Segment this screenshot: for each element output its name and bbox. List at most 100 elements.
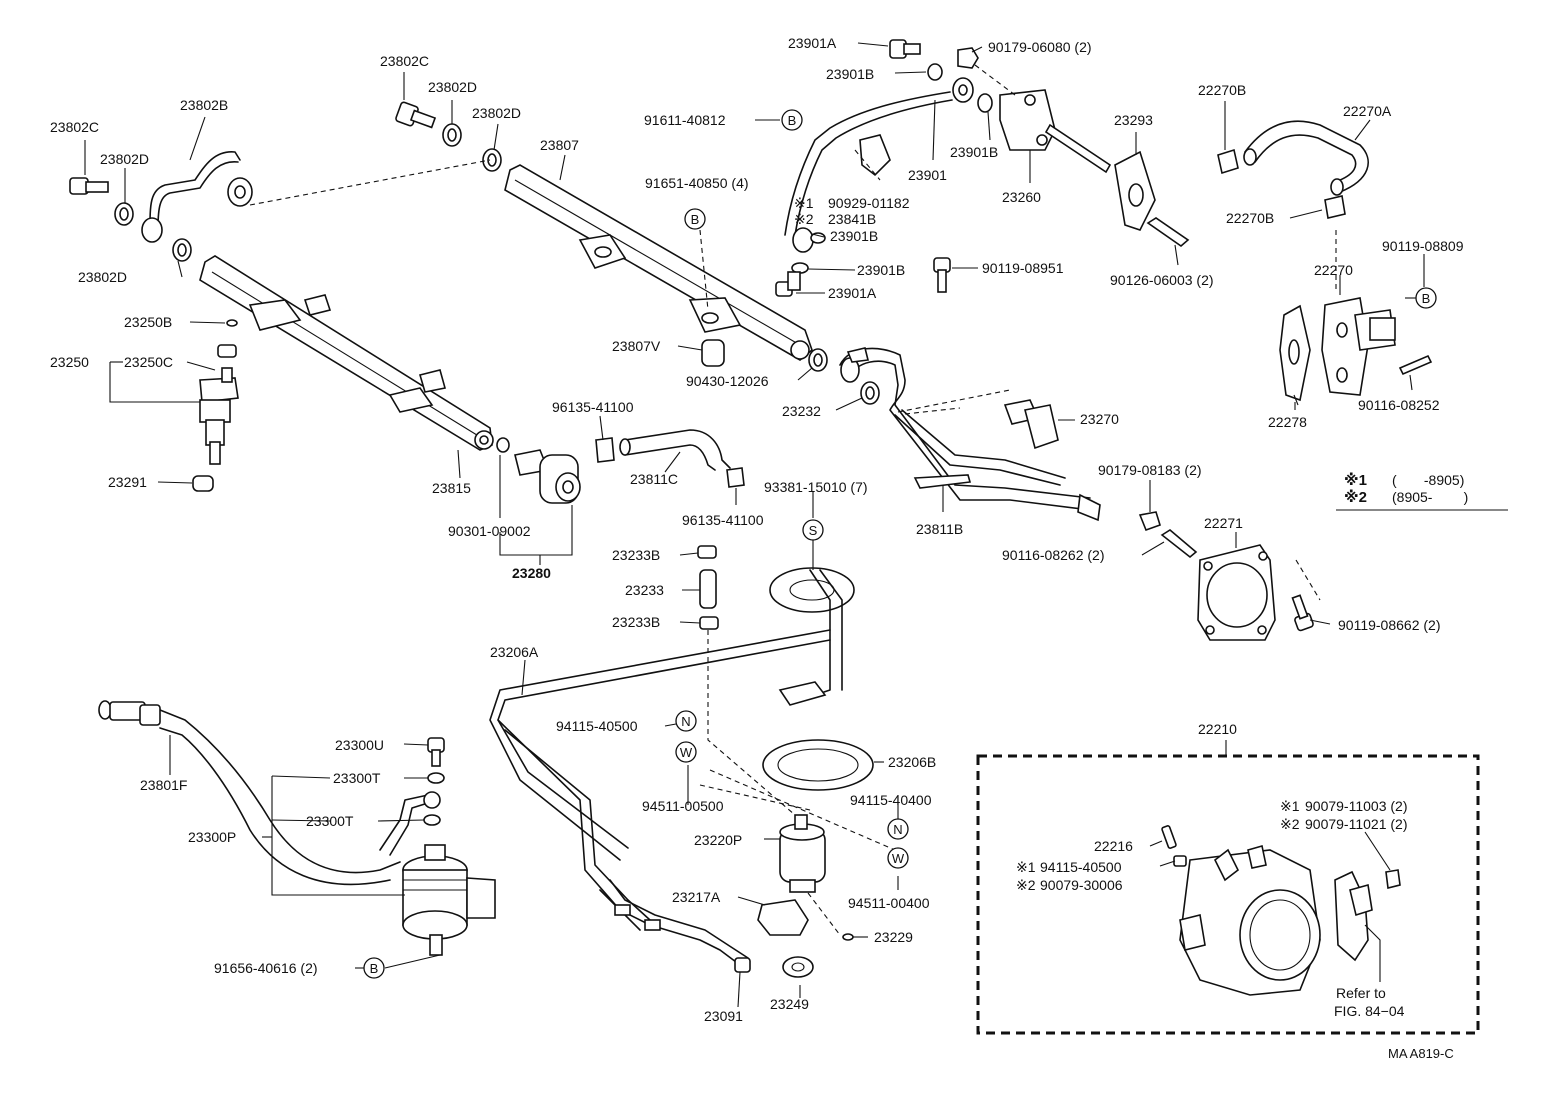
- label-22270a: 22270A: [1343, 103, 1392, 119]
- fuel-filter-outlet-pipe: [379, 791, 441, 856]
- svg-text:B: B: [788, 113, 797, 128]
- label-96135-41100-upper: 96135-41100: [552, 399, 634, 415]
- label-23802d-mid: 23802D: [428, 79, 477, 95]
- label-22216: 22216: [1094, 838, 1133, 854]
- mark-k2-23841b: ※2: [794, 211, 814, 227]
- label-23802b: 23802B: [180, 97, 228, 113]
- label-23206b: 23206B: [888, 754, 936, 770]
- part-labels: 23802C 23802D 23802B 23802C 23802D 23802…: [50, 35, 1464, 1024]
- callout-n-94115-40500: N: [675, 710, 697, 732]
- union-eye-23901-lower: [792, 227, 814, 253]
- label-23291: 23291: [108, 474, 147, 490]
- label-90116-08252: 90116-08252: [1358, 397, 1440, 413]
- label-23220p: 23220P: [694, 832, 742, 848]
- label-94115-40500-k1: 94115-40500: [1040, 859, 1122, 875]
- label-23901b-upper: 23901B: [826, 66, 874, 82]
- assembly-lines: [249, 64, 1337, 936]
- label-90179-08183: 90179-08183 (2): [1098, 462, 1202, 478]
- label-23300t-lower: 23300T: [306, 813, 354, 829]
- callout-b-91611: B: [781, 109, 803, 131]
- callout-s-93381: S: [802, 519, 824, 541]
- clamp-96135-lower: [726, 467, 745, 488]
- label-23802d-right: 23802D: [472, 105, 521, 121]
- label-93381-15010: 93381-15010 (7): [764, 479, 868, 495]
- svg-text:W: W: [680, 745, 693, 760]
- label-23807v: 23807V: [612, 338, 661, 354]
- label-23801f: 23801F: [140, 777, 187, 793]
- insulator-23807v: [701, 339, 725, 367]
- label-23901b-lower-a: 23901B: [830, 228, 878, 244]
- label-23270: 23270: [1080, 411, 1119, 427]
- throttle-body-22210: [1161, 825, 1401, 996]
- label-94115-40500: 94115-40500: [556, 718, 638, 734]
- callout-w-94511-00400: W: [887, 847, 909, 869]
- label-90116-08262: 90116-08262 (2): [1002, 547, 1104, 563]
- clamp-22270b-upper: [1217, 148, 1239, 175]
- callout-b-90119-08809: B: [1415, 287, 1437, 309]
- label-23300t-upper: 23300T: [333, 770, 381, 786]
- label-23233b-upper: 23233B: [612, 547, 660, 563]
- stud-90116-08262: [1160, 529, 1198, 559]
- legend-k2-mark: ※2: [1344, 488, 1367, 506]
- gasket-22271: [1197, 544, 1276, 641]
- svg-text:W: W: [892, 851, 905, 866]
- pulsation-damper-23260: [999, 89, 1112, 174]
- label-96135-41100-lower: 96135-41100: [682, 512, 764, 528]
- mark-k1-94115-40500: ※1: [1016, 859, 1036, 875]
- gasket-23300t-lower: [423, 814, 441, 826]
- label-23250b: 23250B: [124, 314, 172, 330]
- label-90079-11003: 90079-11003 (2): [1305, 798, 1407, 814]
- mark-k1-90929: ※1: [794, 195, 814, 211]
- label-23250c: 23250C: [124, 354, 173, 370]
- label-90126-06003: 90126-06003 (2): [1110, 272, 1214, 288]
- part-drawings: [69, 39, 1433, 996]
- fuel-pump-23220p: [779, 814, 826, 893]
- gasket-23901b-damper: [977, 93, 993, 113]
- svg-text:N: N: [893, 822, 902, 837]
- air-valve-22270: [1321, 297, 1396, 396]
- label-23091: 23091: [704, 1008, 743, 1024]
- label-90079-11021: 90079-11021 (2): [1305, 816, 1407, 832]
- clamp-23233b-upper: [697, 545, 717, 559]
- delivery-pipe-23807: [504, 164, 813, 361]
- nut-90179-06080: [957, 47, 979, 69]
- pressure-regulator-23280: [496, 437, 581, 504]
- label-23300p: 23300P: [188, 829, 236, 845]
- fuel-tube-23091: [599, 879, 751, 973]
- label-22270b-upper: 22270B: [1198, 82, 1246, 98]
- label-23815: 23815: [432, 480, 471, 496]
- label-90929-01182: 90929-01182: [828, 195, 910, 211]
- label-23811c: 23811C: [630, 471, 678, 487]
- clamp-23233b-lower: [699, 616, 719, 630]
- label-90119-08662: 90119-08662 (2): [1338, 617, 1440, 633]
- callout-n-94115-40400: N: [887, 818, 909, 840]
- union-bolt-23901a-upper: [889, 39, 921, 59]
- label-23260: 23260: [1002, 189, 1041, 205]
- legend: ※1 ( -8905) ※2 (8905- ): [1344, 471, 1468, 506]
- union-bolt-23802c-upper: [395, 101, 437, 129]
- label-23802d-lower: 23802D: [78, 269, 127, 285]
- legend-k1-range: ( -8905): [1392, 472, 1464, 488]
- vsv-23270: [1003, 399, 1059, 450]
- mark-k2-90079-30006: ※2: [1016, 877, 1036, 893]
- union-bolt-23802c-left: [69, 177, 109, 195]
- label-23901a-lower: 23901A: [828, 285, 877, 301]
- label-23802c-left: 23802C: [50, 119, 99, 135]
- pipe-23802b: [141, 151, 253, 243]
- svg-text:S: S: [809, 523, 818, 538]
- label-91651-40850: 91651-40850 (4): [645, 175, 749, 191]
- label-23901a-upper: 23901A: [788, 35, 837, 51]
- fuel-pump-bracket-23206a: [489, 567, 855, 931]
- label-22210: 22210: [1198, 721, 1237, 737]
- clamp-96135-upper: [595, 437, 615, 463]
- refer-to-line2: FIG. 84−04: [1334, 1003, 1405, 1019]
- label-23802c-upper: 23802C: [380, 53, 429, 69]
- callout-circles: B B B S N W N W: [363, 109, 1437, 979]
- svg-text:B: B: [691, 212, 700, 227]
- label-23233b-lower: 23233B: [612, 614, 660, 630]
- label-90119-08809: 90119-08809: [1382, 238, 1464, 254]
- label-22270: 22270: [1314, 262, 1353, 278]
- label-23250: 23250: [50, 354, 89, 370]
- callout-b-91651: B: [684, 208, 706, 230]
- svg-text:B: B: [370, 961, 379, 976]
